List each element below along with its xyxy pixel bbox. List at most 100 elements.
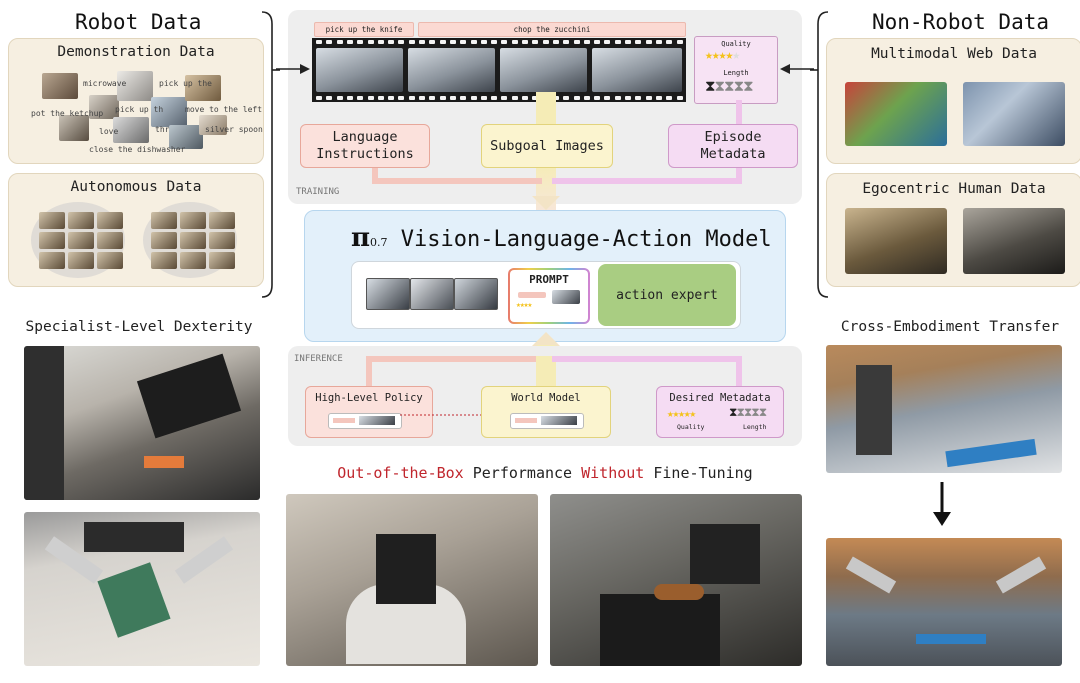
- film-sprocket-hole: [604, 96, 611, 100]
- demo-thumb: [89, 95, 119, 119]
- film-frame: [316, 48, 403, 92]
- subgoal-images-box: Subgoal Images: [481, 124, 613, 168]
- demo-label: silver spoon: [205, 125, 263, 134]
- prompt-box: PROMPT ★★★★: [508, 268, 590, 324]
- metadata-quality-label: Quality: [721, 40, 751, 48]
- demo-label: microwave: [83, 79, 127, 88]
- film-sprocket-hole: [573, 40, 580, 44]
- film-sprocket-hole: [326, 96, 333, 100]
- film-sprocket-hole: [357, 40, 364, 44]
- vla-model-name: Vision-Language-Action Model: [400, 227, 772, 252]
- demo-label: thr: [155, 125, 170, 134]
- film-sprocket-hole: [408, 96, 415, 100]
- dm-connector-h: [552, 356, 742, 362]
- vla-model-title: π0.7 Vision-Language-Action Model: [351, 223, 772, 253]
- film-sprocket-hole: [429, 40, 436, 44]
- metadata-length-label: Length: [723, 69, 749, 77]
- film-sprocket-hole: [511, 96, 518, 100]
- film-sprocket-hole: [491, 96, 498, 100]
- training-to-model-arrow: [532, 196, 560, 210]
- autonomous-thumb: [180, 212, 206, 229]
- film-sprocket-hole: [377, 96, 384, 100]
- quality-stars-icon: ★★★★★: [705, 48, 740, 63]
- film-sprocket-hole: [532, 96, 539, 100]
- film-frame: [500, 48, 587, 92]
- autonomous-thumb: [209, 212, 235, 229]
- web-photo-2: [963, 82, 1065, 146]
- desired-metadata-label: Desired Metadata: [669, 392, 771, 404]
- film-frame: [592, 48, 682, 92]
- cross-embodiment-title: Cross-Embodiment Transfer: [840, 319, 1060, 335]
- autonomous-thumb: [39, 252, 65, 269]
- metadata-connector: [736, 164, 742, 184]
- action-expert-box: action expert: [598, 264, 736, 326]
- film-sprocket-hole: [614, 40, 621, 44]
- specialist-dexterity-title: Specialist-Level Dexterity: [25, 319, 253, 335]
- model-inner-panel: PROMPT ★★★★ action expert: [351, 261, 741, 329]
- desired-quality-stars-icon: ★★★★★: [667, 407, 696, 420]
- prompt-label: PROMPT: [529, 273, 569, 286]
- film-sprocket-hole: [583, 40, 590, 44]
- world-model-box: World Model: [481, 386, 611, 438]
- demo-label: move to the left: [185, 105, 263, 114]
- metadata-connector-h: [552, 178, 742, 184]
- demo-label: pot the ketchup: [31, 109, 104, 118]
- desired-quality-label: Quality: [677, 423, 705, 431]
- film-sprocket-hole: [316, 96, 322, 100]
- dm-connector: [736, 356, 742, 388]
- web-photo-1: [845, 82, 947, 146]
- demonstration-data-title: Demonstration Data: [57, 44, 215, 60]
- film-sprocket-hole: [336, 96, 343, 100]
- film-sprocket-hole: [501, 40, 508, 44]
- robot-data-bracket: [261, 11, 280, 298]
- metadata-card: Quality ★★★★★ Length ⧗⧗⧗⧗⧗: [694, 36, 778, 104]
- language-connector: [372, 164, 378, 184]
- film-sprocket-hole: [552, 40, 559, 44]
- specialist-photo-2: [24, 512, 260, 666]
- film-sprocket-hole: [655, 96, 662, 100]
- film-sprocket-hole: [439, 96, 446, 100]
- film-sprocket-hole: [563, 96, 570, 100]
- autonomous-thumb: [39, 232, 65, 249]
- film-sprocket-hole: [542, 40, 549, 44]
- language-connector-h: [372, 178, 542, 184]
- film-sprocket-hole: [336, 40, 343, 44]
- demo-thumb: [151, 97, 187, 127]
- film-sprocket-hole: [449, 40, 456, 44]
- autonomous-thumb: [180, 252, 206, 269]
- training-label: TRAINING: [296, 187, 340, 197]
- demonstration-data-panel: Demonstration Data microwave pick up the…: [8, 38, 264, 164]
- language-instructions-box: Language Instructions: [300, 124, 430, 168]
- film-sprocket-hole: [501, 96, 508, 100]
- caption-part-2: Performance: [463, 464, 582, 482]
- autonomous-thumb: [97, 252, 123, 269]
- film-sprocket-hole: [429, 96, 436, 100]
- caption-part-3: Without: [581, 464, 645, 482]
- film-sprocket-hole: [460, 40, 467, 44]
- film-sprocket-hole: [635, 40, 642, 44]
- demo-thumb: [42, 73, 78, 99]
- autonomous-thumb: [151, 232, 177, 249]
- demo-label: love: [99, 127, 119, 136]
- film-sprocket-hole: [419, 96, 425, 100]
- left-input-arrow: [276, 64, 310, 74]
- film-sprocket-hole: [666, 40, 673, 44]
- instruction-tag-2: chop the zucchini: [418, 22, 686, 37]
- film-sprocket-hole: [470, 96, 477, 100]
- obs-image: [410, 278, 454, 310]
- obs-image: [454, 278, 498, 310]
- multimodal-web-panel: Multimodal Web Data: [826, 38, 1080, 164]
- autonomous-thumb: [151, 252, 177, 269]
- film-strip: [312, 38, 686, 102]
- film-sprocket-hole: [563, 40, 570, 44]
- film-sprocket-hole: [326, 40, 333, 44]
- non-robot-data-bracket: [810, 11, 829, 298]
- film-sprocket-hole: [625, 40, 631, 44]
- film-sprocket-hole: [573, 96, 580, 100]
- film-sprocket-hole: [470, 40, 477, 44]
- prompt-quality-stars-icon: ★★★★: [516, 300, 532, 309]
- film-sprocket-hole: [676, 96, 683, 100]
- film-sprocket-hole: [645, 40, 652, 44]
- autonomous-thumb: [68, 252, 94, 269]
- demo-thumb: [59, 115, 89, 141]
